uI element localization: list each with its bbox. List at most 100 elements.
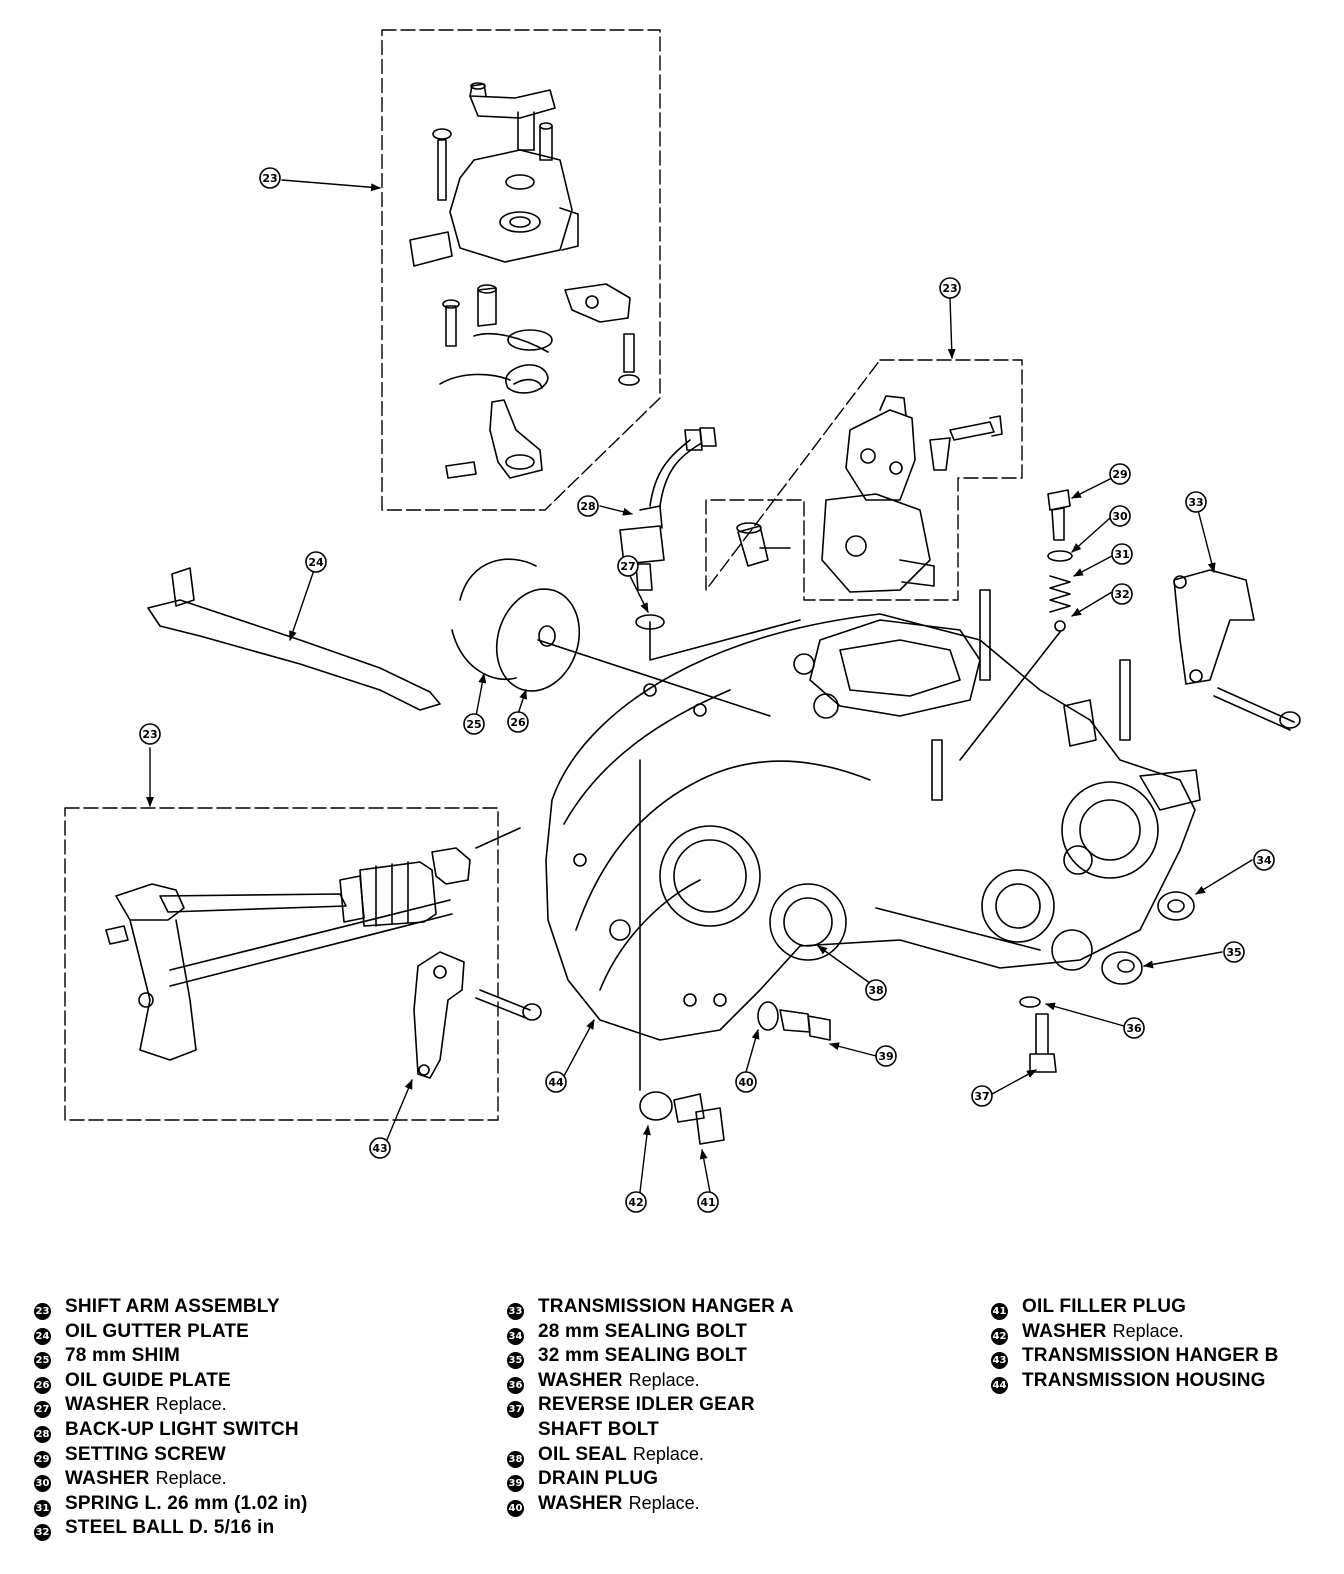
legend-part-name: 28 mm SEALING BOLT: [538, 1320, 748, 1342]
legend-part-note: Replace.: [628, 1369, 700, 1390]
legend-item: 39 DRAIN PLUG: [507, 1468, 794, 1493]
callout-number: 23: [942, 282, 957, 295]
legend-number-badge: 40: [507, 1499, 524, 1517]
callout-36: 36: [1123, 1017, 1145, 1039]
legend-part-name: STEEL BALL D. 5/16 in: [65, 1517, 275, 1539]
washer-30: [1047, 550, 1073, 562]
back-up-light-switch: [619, 427, 717, 591]
callout-35: 35: [1223, 941, 1245, 963]
legend-number-badge: 39: [507, 1475, 524, 1493]
callout-33: 33: [1185, 491, 1207, 513]
legend-part-name: SETTING SCREW: [65, 1443, 226, 1465]
legend-item: 43 TRANSMISSION HANGER B: [991, 1345, 1279, 1370]
legend-number-badge: 36: [507, 1376, 524, 1394]
callout-number: 34: [1256, 854, 1272, 867]
inset-frame-left: [64, 807, 499, 1121]
drain-plug: [779, 1009, 831, 1041]
legend-number-badge: 29: [34, 1450, 51, 1468]
transmission-hanger-b: [413, 951, 465, 1079]
callout-41: 41: [697, 1191, 719, 1213]
legend-number-badge: 41: [991, 1303, 1008, 1320]
legend-part-name: SHAFT BOLT: [538, 1418, 659, 1440]
transmission-hanger-a: [1173, 569, 1255, 685]
callout-number: 41: [700, 1196, 715, 1209]
callout-number: 36: [1126, 1022, 1142, 1035]
callout-26: 26: [507, 711, 529, 733]
legend-part-name: TRANSMISSION HANGER B: [1022, 1345, 1279, 1367]
legend-number-badge: 27: [34, 1401, 51, 1419]
legend-part-name: TRANSMISSION HOUSING: [1022, 1369, 1266, 1391]
legend-number-badge: 25: [34, 1352, 51, 1370]
callout-34: 34: [1253, 849, 1275, 871]
legend-part-note: Replace.: [155, 1394, 227, 1415]
oil-filler-plug: [673, 1093, 725, 1145]
callout-38: 38: [865, 979, 887, 1001]
oil-gutter-plate: [147, 599, 441, 711]
callout-31: 31: [1111, 543, 1133, 565]
callout-number: 24: [308, 556, 324, 569]
legend-part-name: OIL FILLER PLUG: [1022, 1296, 1187, 1317]
legend-item: 29 SETTING SCREW: [34, 1444, 308, 1469]
callout-23: 23: [939, 277, 961, 299]
callout-number: 37: [974, 1090, 989, 1103]
spring: [1049, 575, 1071, 613]
callout-number: 30: [1112, 510, 1128, 523]
legend-number-badge: 23: [34, 1303, 51, 1320]
legend-number-badge: 28: [34, 1425, 51, 1443]
steel-ball: [1054, 620, 1066, 632]
legend-part-name: BACK-UP LIGHT SWITCH: [65, 1418, 299, 1440]
inset-frame-right: [705, 359, 1023, 601]
sealing-bolt-28mm: [1157, 891, 1195, 921]
callout-27: 27: [617, 555, 639, 577]
legend-part-name: OIL GUTTER PLATE: [65, 1320, 250, 1342]
callout-40: 40: [735, 1071, 757, 1093]
legend-part-name: WASHER: [65, 1394, 150, 1416]
legend-number-badge: 43: [991, 1352, 1008, 1370]
callout-number: 26: [510, 716, 526, 729]
legend-number-badge: 31: [34, 1499, 51, 1517]
shift-shaft: [105, 827, 521, 1061]
legend-part-name: WASHER: [1022, 1320, 1107, 1342]
callout-43: 43: [369, 1137, 391, 1159]
callout-number: 23: [262, 172, 277, 185]
legend-number-badge: 30: [34, 1475, 51, 1493]
shim: [459, 558, 537, 601]
callout-number: 29: [1112, 468, 1127, 481]
legend-part-name: OIL GUIDE PLATE: [65, 1369, 231, 1391]
callout-39: 39: [875, 1045, 897, 1067]
callout-32: 32: [1111, 583, 1133, 605]
callout-28: 28: [577, 495, 599, 517]
callout-42: 42: [625, 1191, 647, 1213]
callout-number: 25: [466, 718, 481, 731]
legend-number-badge: 32: [34, 1524, 51, 1542]
legend-part-note: Replace.: [1112, 1320, 1184, 1341]
legend-part-name: DRAIN PLUG: [538, 1468, 659, 1490]
callout-number: 31: [1114, 548, 1129, 561]
legend-part-name: WASHER: [65, 1468, 150, 1490]
legend-part-name: 32 mm SEALING BOLT: [538, 1345, 748, 1367]
callout-number: 28: [580, 500, 595, 513]
callout-23: 23: [139, 723, 161, 745]
callout-number: 39: [878, 1050, 893, 1063]
callout-37: 37: [971, 1085, 993, 1107]
washer-40: [757, 1001, 779, 1031]
legend-item: 41 OIL FILLER PLUG: [991, 1296, 1279, 1321]
callout-number: 40: [738, 1076, 754, 1089]
legend-number-badge: 42: [991, 1327, 1008, 1345]
callout-number: 23: [142, 728, 157, 741]
callout-23: 23: [259, 167, 281, 189]
callout-number: 35: [1226, 946, 1241, 959]
legend-item: SHAFT BOLT: [507, 1419, 794, 1444]
legend-part-name: WASHER: [538, 1492, 623, 1514]
